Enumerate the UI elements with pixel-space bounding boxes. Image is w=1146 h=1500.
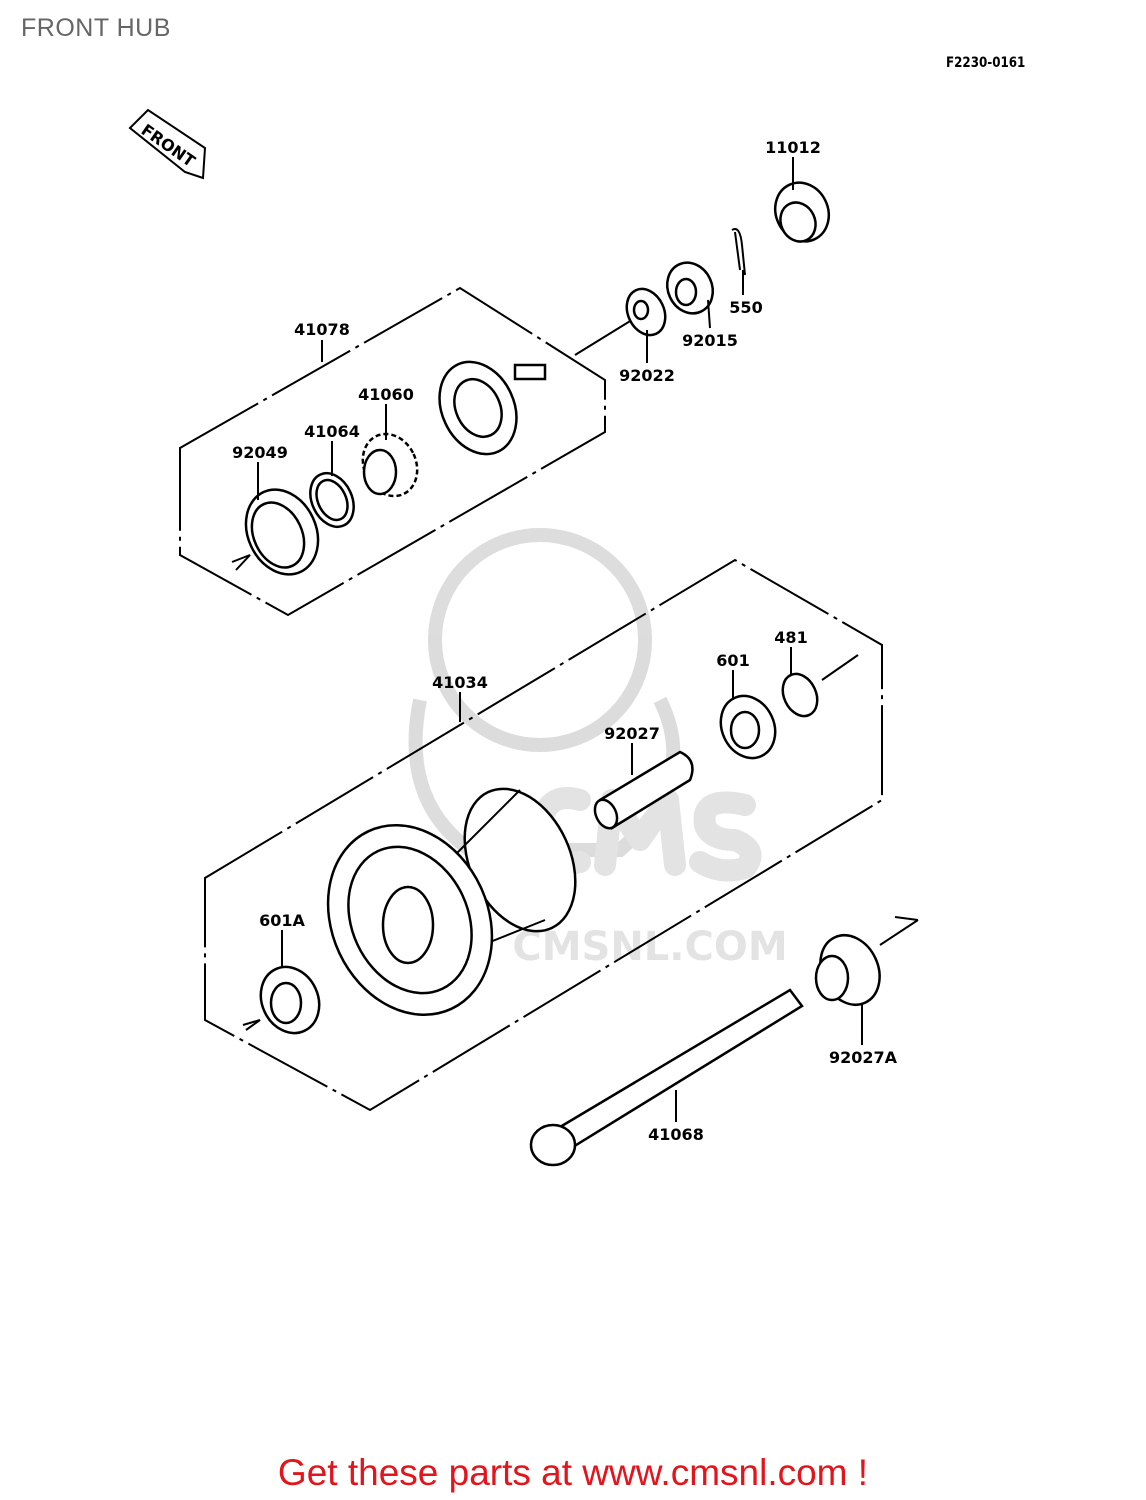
part-92027-spacer[interactable] [591, 750, 694, 832]
part-481-circlip[interactable] [776, 668, 824, 721]
part-11012-collar[interactable] [766, 174, 838, 250]
front-arrow-text: FRONT [138, 120, 199, 171]
footer-link[interactable]: Get these parts at www.cmsnl.com ! [277, 1452, 869, 1493]
part-label[interactable]: 550 [729, 298, 762, 317]
part-92049-oil-seal[interactable] [233, 478, 332, 586]
part-label[interactable]: 92022 [619, 366, 675, 385]
part-label[interactable]: 92049 [232, 443, 288, 462]
part-label[interactable]: 11012 [765, 138, 821, 157]
part-label[interactable]: 41034 [432, 673, 488, 692]
part-label[interactable]: 41068 [648, 1125, 704, 1144]
part-41060-gear[interactable] [353, 425, 427, 505]
page-title: FRONT HUB [21, 14, 171, 42]
part-label[interactable]: 92015 [682, 331, 738, 350]
part-550-cotter-pin[interactable] [731, 228, 746, 276]
diagram-code: F2230-0161 [946, 55, 1026, 71]
part-label[interactable]: 92027A [829, 1048, 898, 1067]
part-label[interactable]: 481 [774, 628, 807, 647]
group-outline-41078 [179, 286, 606, 617]
part-label[interactable]: 601A [259, 911, 305, 930]
part-41068-axle[interactable] [529, 988, 804, 1167]
part-41034-hub[interactable] [298, 771, 597, 1042]
part-label[interactable]: 41064 [304, 422, 360, 441]
watermark-text: CMSNL.COM [512, 924, 787, 970]
part-41078-gear-housing[interactable] [425, 349, 547, 466]
part-label[interactable]: 92027 [604, 724, 660, 743]
front-direction-arrow: FRONT [128, 108, 207, 180]
part-601A-bearing[interactable] [250, 957, 329, 1042]
part-label[interactable]: 41060 [358, 385, 414, 404]
part-92015-nut[interactable] [659, 255, 721, 321]
group-outline-41034 [204, 558, 883, 1112]
part-label[interactable]: 41078 [294, 320, 350, 339]
leader-lines [257, 157, 863, 1122]
part-label[interactable]: 601 [716, 651, 749, 670]
part-92027A-collar[interactable] [809, 926, 890, 1015]
watermark-logo: CMSNL.COM [408, 528, 788, 970]
part-92022-washer[interactable] [620, 283, 673, 342]
part-41064-retainer[interactable] [302, 466, 362, 534]
part-601-bearing[interactable] [711, 687, 785, 767]
